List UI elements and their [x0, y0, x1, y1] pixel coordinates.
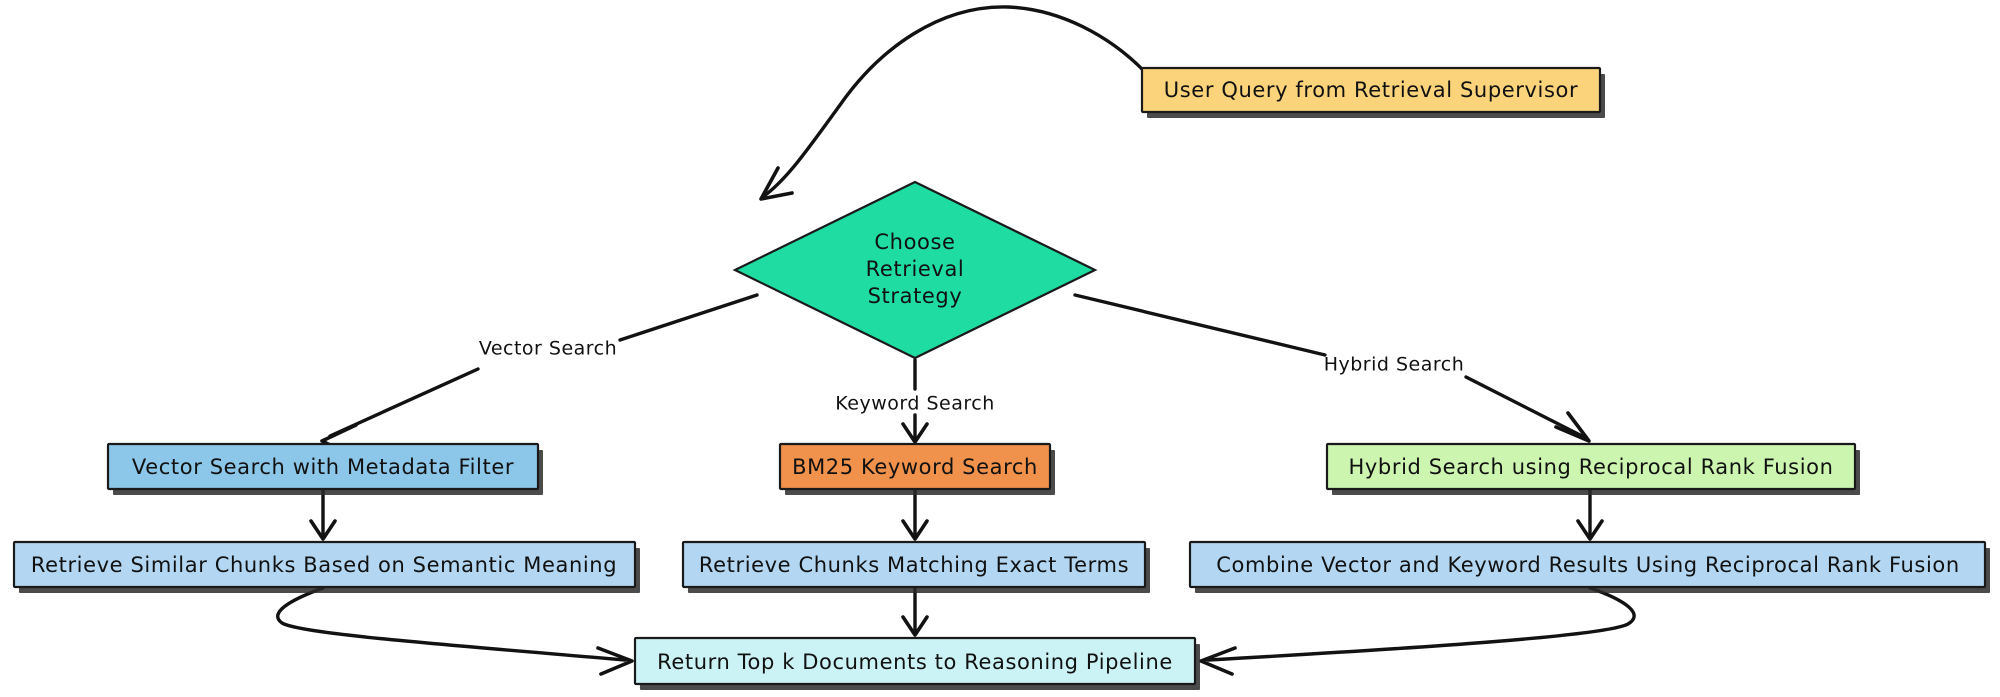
node-vector-search[interactable]: Vector Search with Metadata Filter	[106, 442, 543, 495]
node-choose-strategy[interactable]: Choose Retrieval Strategy	[732, 180, 1098, 360]
node-retrieve-exact-label: Retrieve Chunks Matching Exact Terms	[699, 553, 1129, 577]
node-bm25-search-label: BM25 Keyword Search	[792, 455, 1038, 479]
edge-query-to-decision	[759, 5, 1147, 201]
edge-label-hybrid-search: Hybrid Search	[1324, 354, 1465, 376]
node-retrieve-exact[interactable]: Retrieve Chunks Matching Exact Terms	[681, 540, 1150, 593]
node-return-topk[interactable]: Return Top k Documents to Reasoning Pipe…	[633, 636, 1200, 690]
node-combine-results-label: Combine Vector and Keyword Results Using…	[1216, 553, 1959, 577]
node-hybrid-search[interactable]: Hybrid Search using Reciprocal Rank Fusi…	[1325, 442, 1860, 495]
edge-label-vector-search: Vector Search	[479, 338, 617, 360]
edge-bm25-to-exact	[901, 488, 929, 541]
node-user-query[interactable]: User Query from Retrieval Supervisor	[1140, 66, 1605, 118]
edge-decision-to-bm25	[901, 358, 929, 444]
node-choose-strategy-line-3: Strategy	[868, 284, 963, 308]
node-vector-search-label: Vector Search with Metadata Filter	[132, 455, 514, 479]
node-bm25-search[interactable]: BM25 Keyword Search	[778, 442, 1055, 495]
node-combine-results[interactable]: Combine Vector and Keyword Results Using…	[1188, 540, 1990, 593]
edge-hybrid-to-combine	[1576, 488, 1604, 541]
edge-vector-to-similar	[309, 488, 337, 541]
node-user-query-label: User Query from Retrieval Supervisor	[1164, 78, 1578, 102]
node-retrieve-similar-label: Retrieve Similar Chunks Based on Semanti…	[31, 553, 617, 577]
edge-decision-to-hybrid	[1073, 293, 1591, 443]
node-choose-strategy-line-1: Choose	[874, 230, 955, 254]
edge-decision-to-vector	[320, 293, 759, 457]
node-hybrid-search-label: Hybrid Search using Reciprocal Rank Fusi…	[1349, 455, 1834, 479]
node-return-topk-label: Return Top k Documents to Reasoning Pipe…	[657, 650, 1173, 674]
edge-group	[276, 5, 1636, 676]
node-retrieve-similar[interactable]: Retrieve Similar Chunks Based on Semanti…	[12, 540, 640, 593]
edge-label-group: Vector Search Keyword Search Hybrid Sear…	[479, 338, 1464, 415]
node-choose-strategy-line-2: Retrieval	[866, 257, 965, 281]
edge-similar-to-return	[276, 586, 634, 676]
edge-label-keyword-search: Keyword Search	[835, 393, 994, 415]
edge-combine-to-return	[1199, 586, 1636, 676]
edge-exact-to-return	[901, 586, 929, 637]
